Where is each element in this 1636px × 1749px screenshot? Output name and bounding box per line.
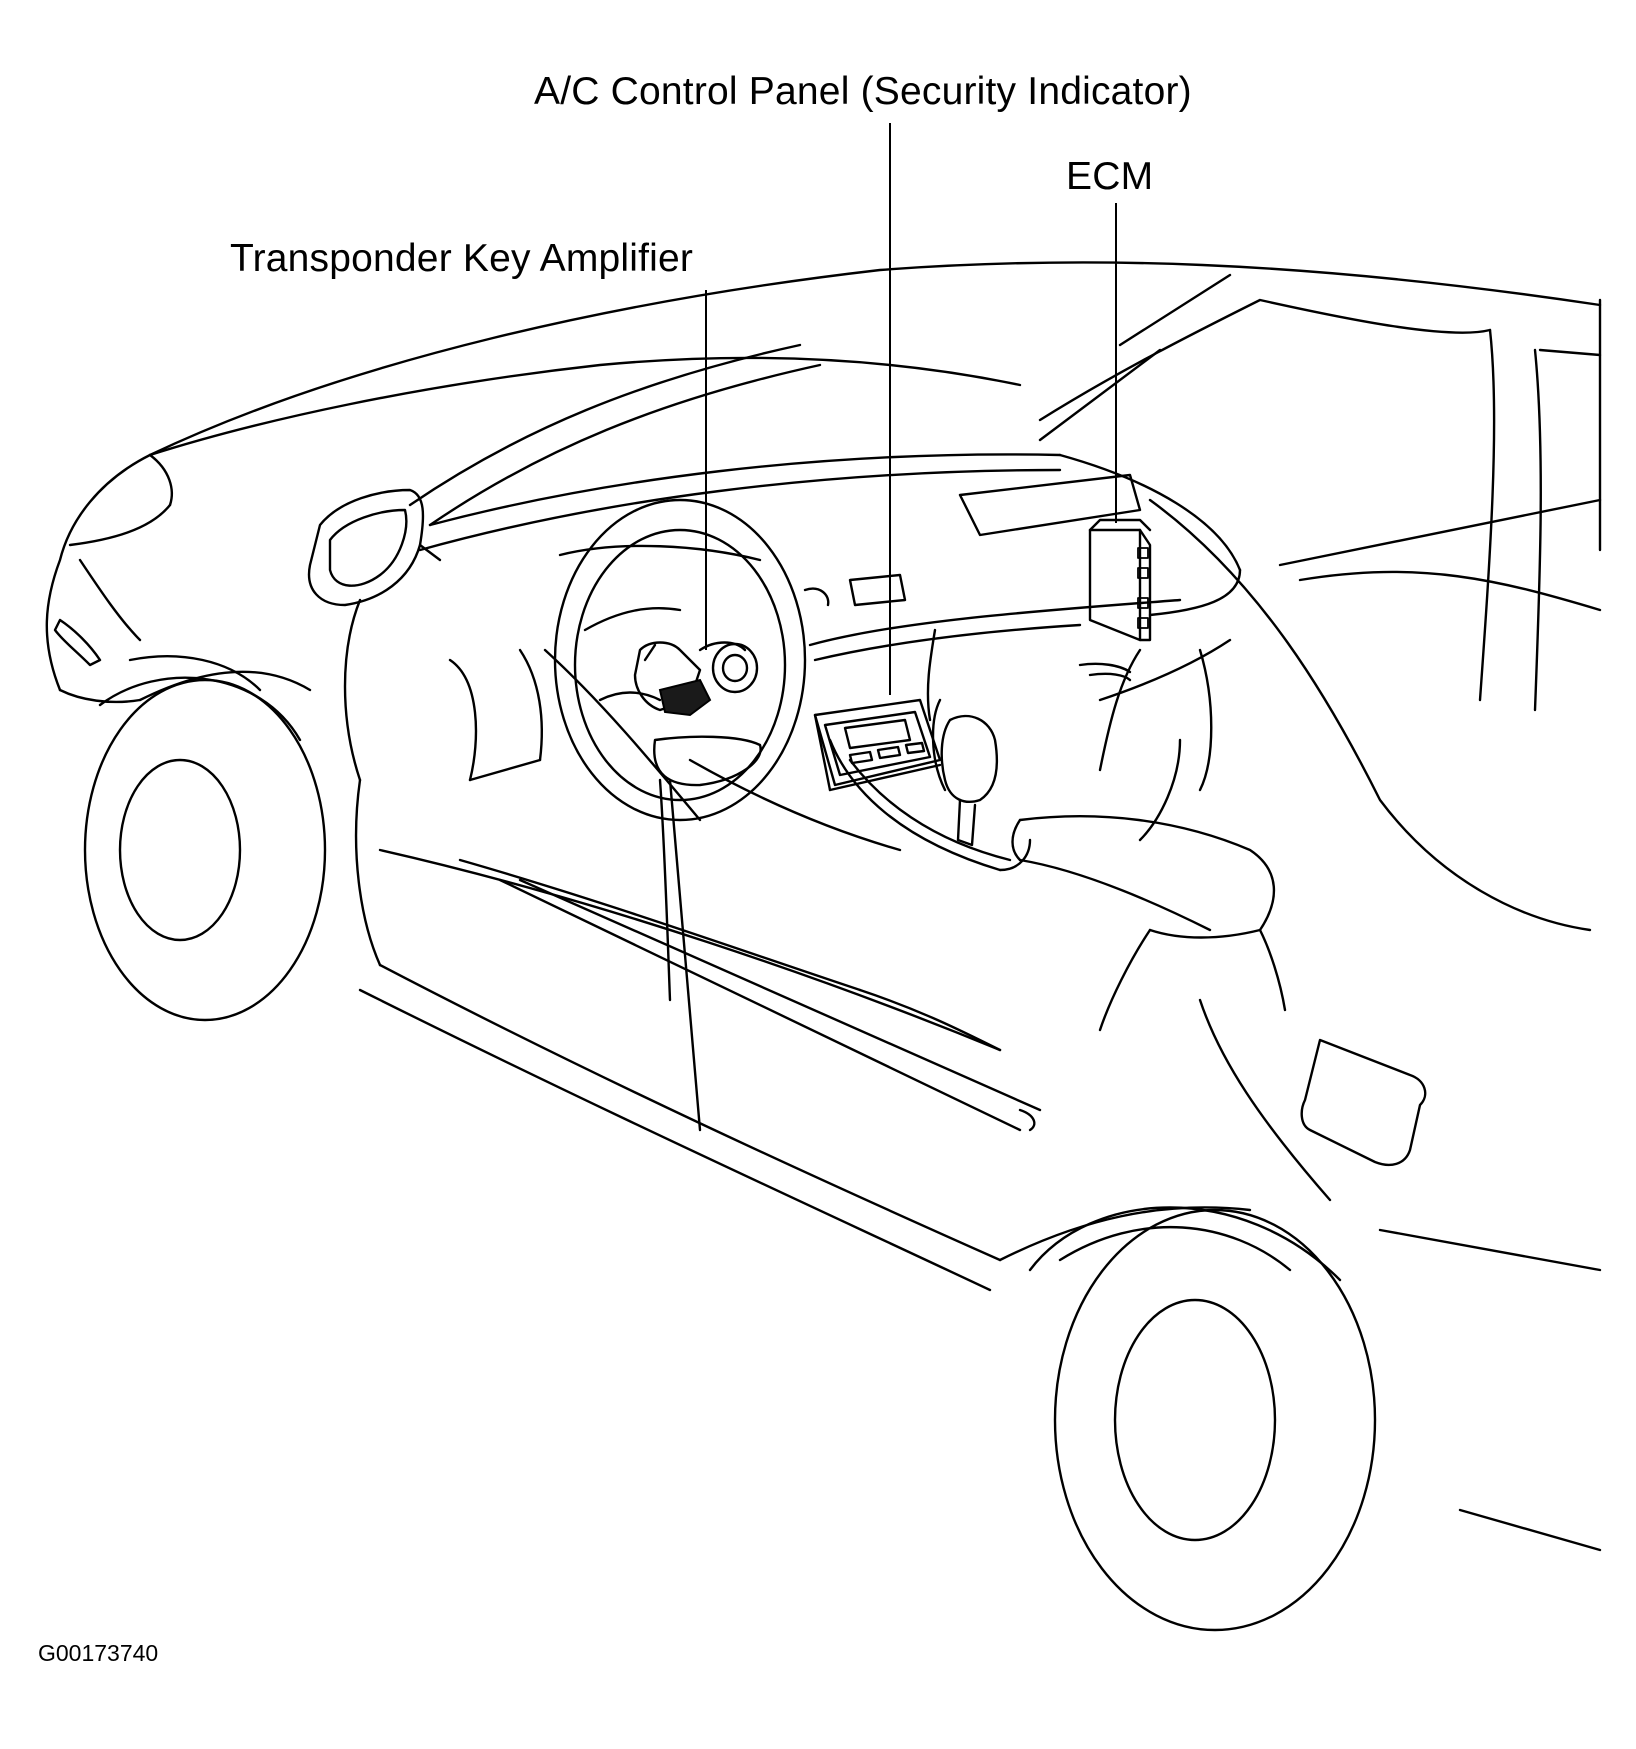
ecm-part: [1088, 518, 1152, 642]
transponder-key-amplifier-label: Transponder Key Amplifier: [230, 237, 694, 280]
figure-id: G00173740: [38, 1640, 159, 1666]
front-wheel: [83, 676, 327, 1022]
ac-control-panel-part: [813, 698, 942, 792]
leader-lines: [705, 123, 1117, 695]
dashboard: [418, 453, 1287, 1052]
steering-wheel: [553, 498, 807, 1002]
vehicle-body: [45, 261, 1602, 1552]
rear-wheel: [1028, 1206, 1377, 1632]
ac-control-panel-label: A/C Control Panel (Security Indicator): [534, 70, 1192, 113]
side-mirror: [307, 488, 442, 607]
transponder-key-amplifier-part: [633, 641, 759, 717]
ecm-label: ECM: [1066, 155, 1154, 198]
